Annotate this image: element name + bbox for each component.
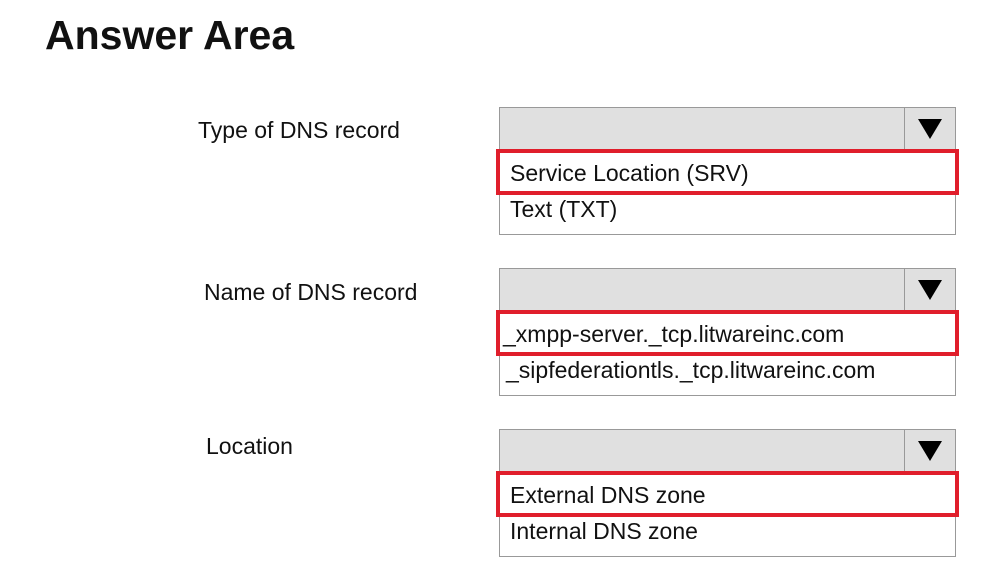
page-title: Answer Area	[45, 12, 295, 58]
triangle-down-icon[interactable]	[904, 108, 955, 149]
option[interactable]: Internal DNS zone	[510, 518, 698, 544]
field-label-location: Location	[206, 433, 293, 459]
dropdown-header[interactable]	[499, 429, 956, 472]
dropdown-header[interactable]	[499, 268, 956, 311]
option[interactable]: _sipfederationtls._tcp.litwareinc.com	[506, 357, 876, 383]
field-label-type: Type of DNS record	[198, 117, 400, 143]
option-selected[interactable]: Service Location (SRV)	[496, 149, 959, 195]
triangle-down-icon[interactable]	[904, 269, 955, 310]
dropdown-type[interactable]: Service Location (SRV) Text (TXT)	[496, 107, 959, 235]
dropdown-name[interactable]: _xmpp-server._tcp.litwareinc.com _sipfed…	[496, 268, 959, 396]
triangle-down-icon[interactable]	[904, 430, 955, 471]
dropdown-location[interactable]: External DNS zone Internal DNS zone	[496, 429, 959, 557]
option-selected[interactable]: _xmpp-server._tcp.litwareinc.com	[496, 310, 959, 356]
field-label-name: Name of DNS record	[204, 279, 418, 305]
option-selected[interactable]: External DNS zone	[496, 471, 959, 517]
option[interactable]: Text (TXT)	[510, 196, 618, 222]
dropdown-header[interactable]	[499, 107, 956, 150]
